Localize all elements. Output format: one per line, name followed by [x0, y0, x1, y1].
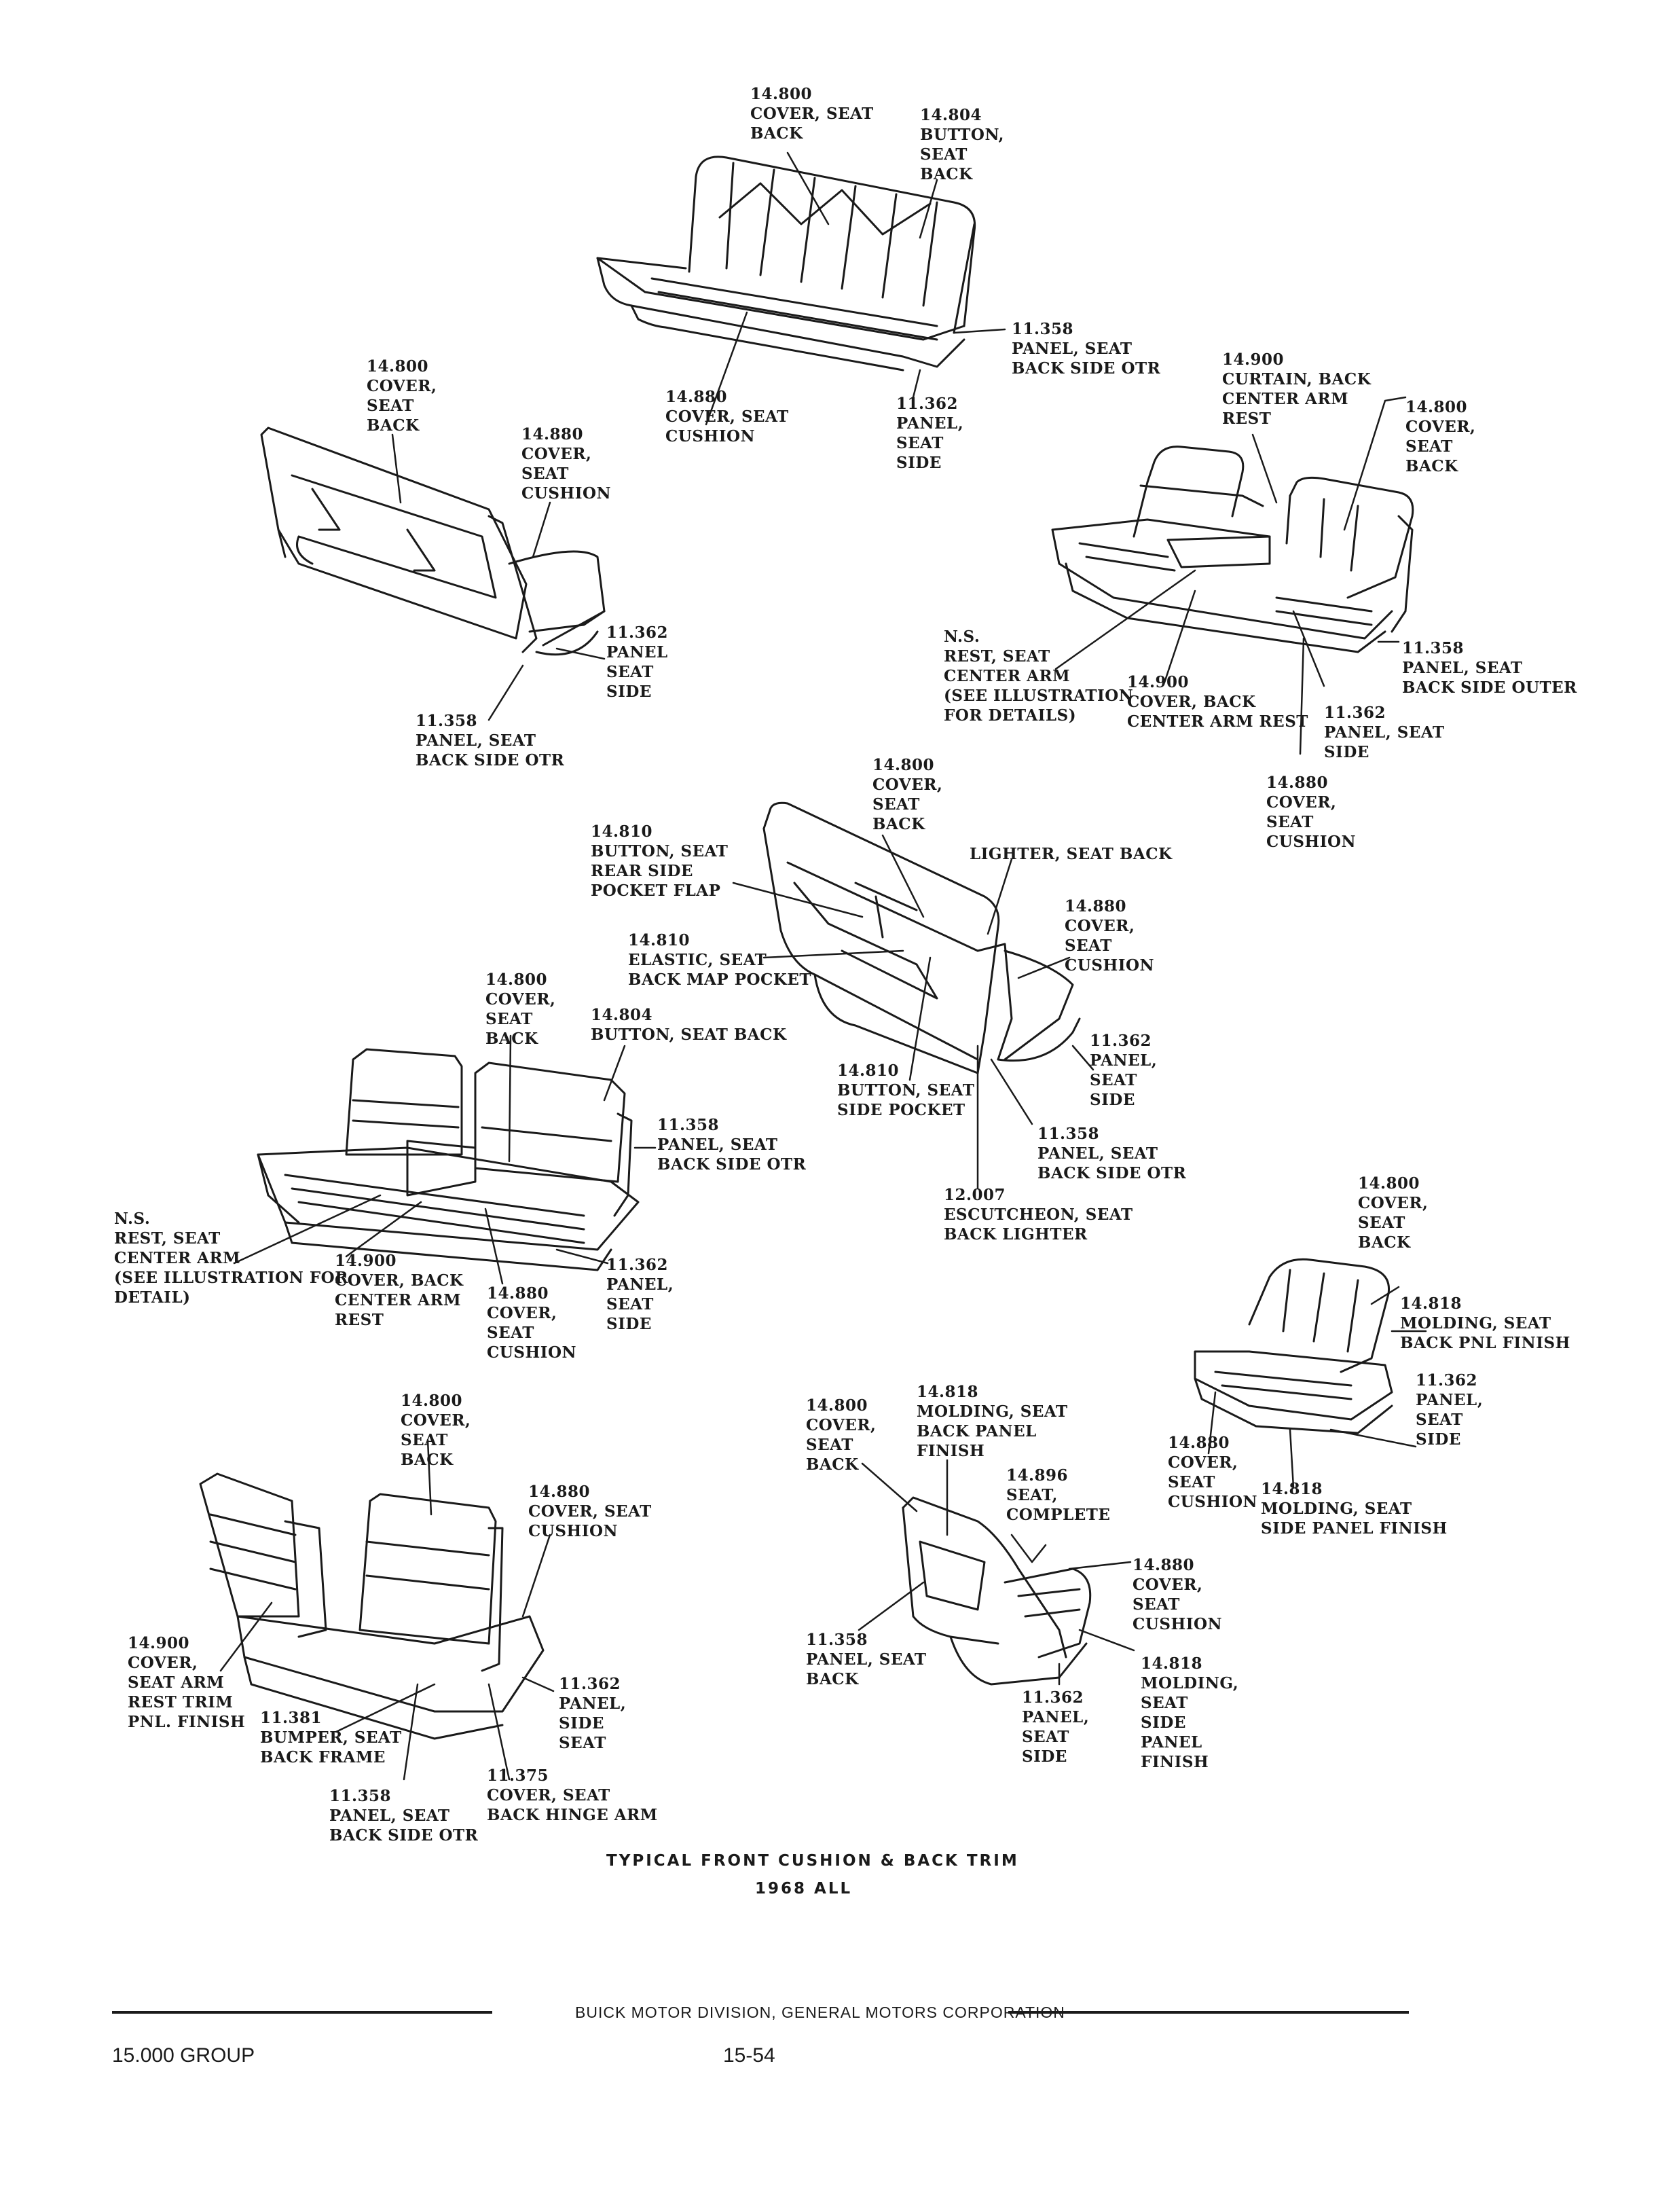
callout-h2: 14.818 MOLDING, SEAT BACK PANEL FINISH [917, 1383, 1068, 1460]
callout-f1: 14.800 COVER, SEAT BACK [1358, 1174, 1429, 1252]
callout-b2: 14.880 COVER, SEAT CUSHION [521, 425, 612, 503]
callout-h1: 14.800 COVER, SEAT BACK [806, 1396, 877, 1474]
figure-year: 1968 ALL [755, 1880, 853, 1898]
callout-g7: 11.375 COVER, SEAT BACK HINGE ARM [487, 1766, 658, 1824]
callout-b3: 11.362 PANEL SEAT SIDE [606, 623, 669, 701]
callout-d3: LIGHTER, SEAT BACK [970, 845, 1173, 863]
callout-e2: 14.804 BUTTON, SEAT BACK [591, 1006, 787, 1044]
bench-seat-diagram-top [597, 157, 975, 370]
callout-c7: 14.880 COVER, SEAT CUSHION [1266, 774, 1357, 851]
callout-a4: 14.880 COVER, SEAT CUSHION [665, 388, 789, 446]
callout-f5: 14.818 MOLDING, SEAT SIDE PANEL FINISH [1261, 1480, 1448, 1538]
callout-h5: 11.358 PANEL, SEAT BACK [806, 1631, 927, 1688]
bench-seat-diagram-left [261, 428, 604, 655]
callout-d1: 14.800 COVER, SEAT BACK [872, 756, 943, 833]
callout-d5: 14.810 ELASTIC, SEAT BACK MAP POCKET [628, 931, 811, 989]
callout-e3: 11.358 PANEL, SEAT BACK SIDE OTR [657, 1116, 807, 1174]
callout-c6: 11.362 PANEL, SEAT SIDE [1324, 704, 1445, 761]
callout-g2: 14.880 COVER, SEAT CUSHION [528, 1483, 652, 1540]
callout-e7: 11.362 PANEL, SEAT SIDE [606, 1256, 674, 1333]
callout-d9: 12.007 ESCUTCHEON, SEAT BACK LIGHTER [944, 1186, 1133, 1244]
footer-publisher: BUICK MOTOR DIVISION, GENERAL MOTORS COR… [575, 2004, 1065, 2021]
callout-e1: 14.800 COVER, SEAT BACK [485, 971, 556, 1048]
callout-d4: 14.880 COVER, SEAT CUSHION [1065, 897, 1155, 975]
callout-c4: 14.900 COVER, BACK CENTER ARM REST [1127, 673, 1308, 731]
callout-c2: 14.800 COVER, SEAT BACK [1405, 398, 1476, 475]
callout-b1: 14.800 COVER, SEAT BACK [367, 357, 437, 435]
split-seat-diagram-lower-left [200, 1474, 543, 1739]
footer-rule-right [1008, 2011, 1409, 2014]
callout-e6: 14.880 COVER, SEAT CUSHION [487, 1284, 577, 1362]
callout-h3: 14.896 SEAT, COMPLETE [1006, 1466, 1111, 1524]
callout-c1: 14.900 CURTAIN, BACK CENTER ARM REST [1222, 350, 1372, 428]
callout-g1: 14.800 COVER, SEAT BACK [401, 1392, 471, 1469]
callout-a5: 11.362 PANEL, SEAT SIDE [896, 395, 964, 472]
bucket-seat-diagram-lower [903, 1498, 1090, 1684]
bucket-seat-diagram-right [1195, 1259, 1392, 1433]
callout-e4: N.S. REST, SEAT CENTER ARM (SEE ILLUSTRA… [114, 1210, 348, 1307]
callout-g3: 14.900 COVER, SEAT ARM REST TRIM PNL. FI… [128, 1634, 246, 1731]
split-bench-diagram-middle [258, 1049, 638, 1270]
callout-d2: 14.810 BUTTON, SEAT REAR SIDE POCKET FLA… [591, 822, 729, 900]
callout-h6: 11.362 PANEL, SEAT SIDE [1022, 1688, 1090, 1766]
figure-caption: TYPICAL FRONT CUSHION & BACK TRIM [606, 1852, 1019, 1870]
callout-f2: 14.818 MOLDING, SEAT BACK PNL FINISH [1400, 1294, 1570, 1352]
split-bench-diagram-right [1052, 447, 1413, 652]
callout-h7: 14.818 MOLDING, SEAT SIDE PANEL FINISH [1141, 1654, 1239, 1771]
footer-rule-left [112, 2011, 492, 2014]
seat-back-pockets-diagram [764, 803, 1080, 1073]
callout-g6: 11.358 PANEL, SEAT BACK SIDE OTR [329, 1787, 479, 1845]
callout-f4: 14.880 COVER, SEAT CUSHION [1168, 1434, 1258, 1511]
callout-b4: 11.358 PANEL, SEAT BACK SIDE OTR [416, 712, 565, 769]
callout-c5: 11.358 PANEL, SEAT BACK SIDE OUTER [1402, 639, 1577, 697]
callout-g5: 11.362 PANEL, SIDE SEAT [559, 1675, 627, 1752]
callout-c3: N.S. REST, SEAT CENTER ARM (SEE ILLUSTRA… [944, 628, 1134, 725]
footer-page-number: 15-54 [723, 2044, 775, 2067]
callout-d8: 11.358 PANEL, SEAT BACK SIDE OTR [1037, 1125, 1187, 1182]
callout-d7: 14.810 BUTTON, SEAT SIDE POCKET [837, 1062, 975, 1119]
callout-f3: 11.362 PANEL, SEAT SIDE [1416, 1371, 1484, 1449]
callout-a3: 11.358 PANEL, SEAT BACK SIDE OTR [1012, 320, 1161, 378]
callout-a1: 14.800 COVER, SEAT BACK [750, 85, 874, 143]
callout-g4: 11.381 BUMPER, SEAT BACK FRAME [260, 1709, 402, 1766]
callout-d6: 11.362 PANEL, SEAT SIDE [1090, 1032, 1158, 1109]
callout-h4: 14.880 COVER, SEAT CUSHION [1133, 1556, 1223, 1633]
callout-a2: 14.804 BUTTON, SEAT BACK [920, 106, 1005, 183]
callout-e5: 14.900 COVER, BACK CENTER ARM REST [335, 1252, 464, 1329]
footer-group: 15.000 GROUP [112, 2044, 255, 2067]
leader-lines [221, 153, 1426, 1779]
